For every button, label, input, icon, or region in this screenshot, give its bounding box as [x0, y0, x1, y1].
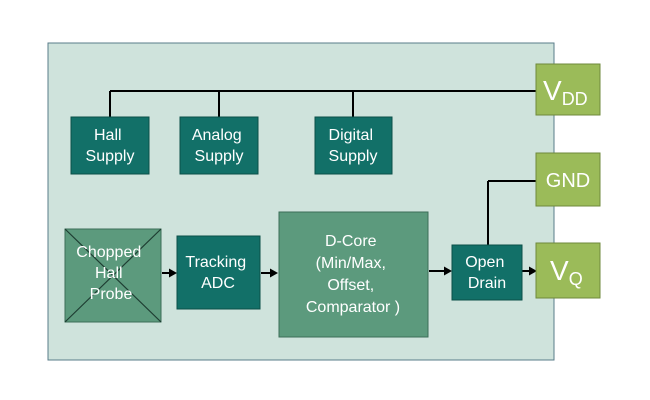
open-drain-block	[451, 244, 523, 301]
signal-arrows	[162, 266, 537, 278]
svg-text:Tracking ADC: Tracking ADC	[185, 254, 250, 292]
vdd-pin-label: V	[543, 75, 562, 106]
probe-label-line1: Chopped	[76, 244, 141, 261]
vdd-pin	[535, 63, 601, 116]
gnd-pin-label: GND	[546, 170, 590, 192]
wires	[109, 90, 536, 245]
hall-supply-label-line2: Supply	[86, 148, 135, 165]
hall-supply-block	[70, 116, 150, 175]
d-core-block	[278, 211, 429, 338]
probe-label-line3: Probe	[90, 286, 133, 303]
open-drain-label-line1: Open	[465, 254, 504, 271]
svg-text:GND: GND	[546, 170, 590, 192]
dcore-label-line4: Comparator )	[306, 299, 400, 316]
svg-text:Chopped Hall Probe: Chopped Hall Probe	[76, 244, 145, 303]
tracking-adc-block	[176, 235, 261, 310]
svg-text:Hall Supply: Hall Supply	[86, 127, 135, 165]
hall-supply-label-line1: Hall	[94, 127, 122, 144]
vq-pin-subscript: Q	[569, 269, 583, 289]
vdd-pin-subscript: DD	[562, 89, 588, 109]
analog-supply-label-line2: Supply	[195, 148, 244, 165]
digital-supply-label-line1: Digital	[329, 127, 373, 144]
svg-text:D-Core (Min/Max, Offse: D-Core (Min/Max, Offset, Comparator )	[306, 233, 400, 316]
dcore-label-line3: Offset,	[327, 277, 374, 294]
dcore-label-line1: D-Core	[325, 233, 377, 250]
vq-pin-label: V	[550, 255, 569, 286]
gnd-pin	[535, 152, 601, 207]
digital-supply-block	[314, 116, 393, 175]
svg-text:Digital Supply: Digital Supply	[329, 127, 378, 165]
analog-supply-label-line1: Analog	[192, 127, 242, 144]
svg-text:Analog Supply: Analog Supply	[192, 127, 246, 165]
adc-label-line2: ADC	[201, 275, 235, 292]
adc-label-line1: Tracking	[185, 254, 246, 271]
digital-supply-label-line2: Supply	[329, 148, 378, 165]
probe-label-line2: Hall	[95, 265, 123, 282]
svg-text:VQ: VQ	[550, 255, 583, 289]
vq-pin	[535, 242, 601, 299]
probe-cross-lines	[64, 228, 162, 323]
open-drain-label-line2: Drain	[468, 275, 506, 292]
svg-text:Open Drain: Open Drain	[465, 254, 509, 292]
dcore-label-line2: (Min/Max,	[316, 255, 386, 272]
analog-supply-block	[179, 116, 259, 175]
svg-text:VDD: VDD	[543, 75, 588, 109]
